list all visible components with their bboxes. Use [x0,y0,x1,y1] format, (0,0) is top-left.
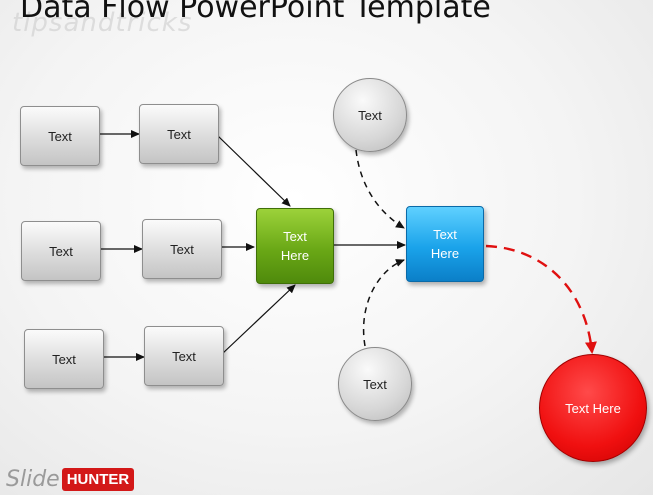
node-green-hub: Text Here [256,208,334,284]
node-box-r3-c1: Text [24,329,104,389]
arrow-blue-to-red [485,244,597,354]
logo-slide-text: Slide [6,466,60,492]
arrow-circle-top-to-blue [355,149,405,229]
green-hub-line2: Here [280,248,310,263]
watermark: tipsandtricks [12,8,193,38]
node-box-r2-c1: Text [21,221,101,281]
slidehunter-logo: Slide HUNTER [6,466,135,492]
node-circle-bottom: Text [338,347,412,421]
arrow-r1-to-green [217,135,291,207]
node-box-r3-c2: Text [144,326,224,386]
logo-hunter-badge: HUNTER [61,467,135,491]
node-box-r2-c2: Text [142,219,222,279]
slide-title: Data Flow PowerPoint Template [20,0,491,25]
node-box-r1-c1: Text [20,106,100,166]
node-circle-top: Text [333,78,407,152]
node-blue-hub: Text Here [406,206,484,282]
node-box-r1-c2: Text [139,104,219,164]
blue-hub-line2: Here [430,246,460,261]
green-hub-line1: Text [283,229,307,244]
arrow-r3-to-green [221,284,296,355]
blue-hub-line1: Text [433,227,457,242]
arrow-circle-bottom-to-blue [362,259,405,347]
node-red-circle: Text Here [539,354,647,462]
